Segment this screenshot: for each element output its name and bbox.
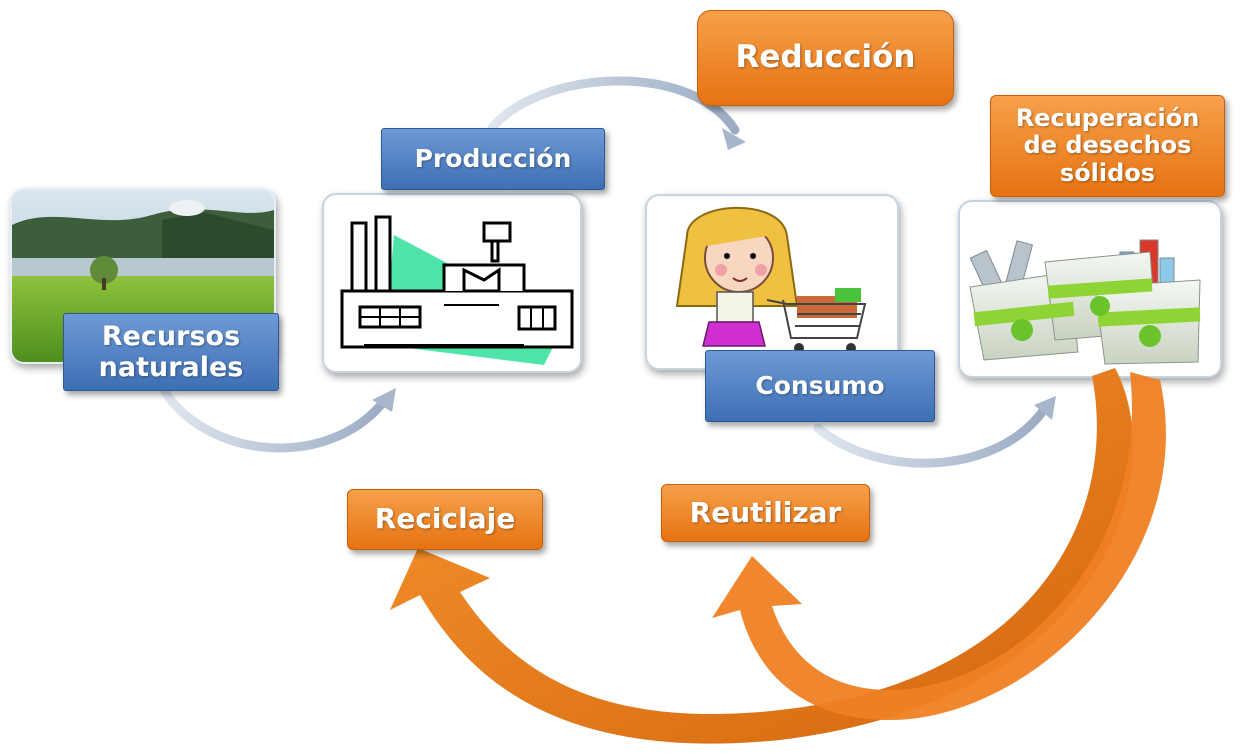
arrow-to-reciclaje (390, 368, 1134, 744)
consumo-card (645, 194, 899, 370)
produccion-card (322, 193, 582, 373)
arrowhead-consumo (722, 128, 746, 150)
action-label-reutilizar: Reutilizar (661, 484, 870, 542)
arrowhead-produccion (372, 388, 396, 412)
stage-label-recursos-naturales: Recursos naturales (63, 313, 279, 391)
arrow-to-reutilizar (712, 372, 1166, 720)
arrow-consumo-to-recuperacion (813, 403, 1050, 468)
recycling-bins-illustration (969, 239, 1201, 365)
arrowhead-recuperacion (1034, 396, 1056, 420)
shopper-illustration (675, 206, 867, 353)
stage-label-recuperacion: Recuperación de desechos sólidos (990, 95, 1225, 197)
stage-label-produccion: Producción (381, 128, 605, 190)
action-label-reduccion: Reducción (697, 10, 954, 106)
arrow-produccion-to-consumo (487, 76, 740, 135)
recuperacion-card (958, 200, 1222, 378)
stage-label-consumo: Consumo (705, 350, 935, 422)
arrow-recursos-to-produccion (160, 387, 390, 453)
action-label-reciclaje: Reciclaje (347, 489, 543, 550)
factory-icon (340, 215, 574, 365)
